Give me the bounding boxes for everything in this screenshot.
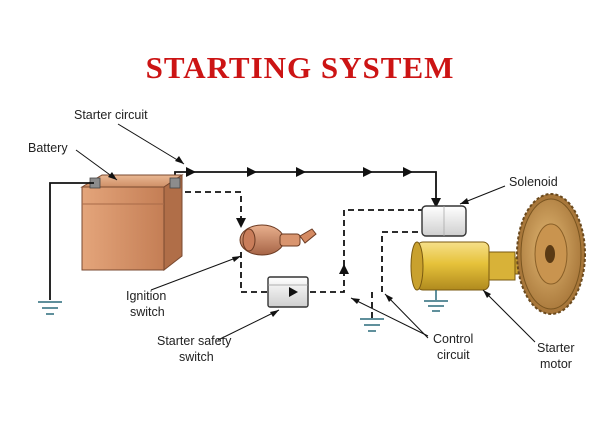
- label-starter-motor-line1: Starter: [537, 341, 575, 355]
- solenoid: [421, 205, 467, 237]
- battery-ground: [38, 182, 94, 315]
- label-battery: Battery: [28, 141, 68, 155]
- label-starter-safety-line1: Starter safety: [157, 334, 232, 348]
- control-circuit-wire: [175, 191, 422, 318]
- label-control-circuit-line1: Control: [433, 332, 473, 346]
- flywheel-gear: [516, 193, 586, 315]
- label-starter-motor-line2: motor: [540, 357, 572, 371]
- motor-ground: [424, 290, 448, 312]
- page-title: STARTING SYSTEM: [146, 50, 455, 85]
- label-starter-circuit: Starter circuit: [74, 108, 148, 122]
- ignition-switch: [239, 224, 317, 256]
- control-ground: [360, 318, 384, 332]
- label-solenoid: Solenoid: [509, 175, 558, 189]
- leader-lines: [75, 123, 536, 343]
- label-starter-safety-line2: switch: [179, 350, 214, 364]
- label-ignition-switch-line2: switch: [130, 305, 165, 319]
- battery: [80, 174, 184, 272]
- label-control-circuit-line2: circuit: [437, 348, 470, 362]
- label-ignition-switch-line1: Ignition: [126, 289, 166, 303]
- starter-safety-switch: [267, 276, 309, 308]
- starter-motor: [410, 241, 532, 291]
- starter-circuit-wire: [174, 167, 441, 208]
